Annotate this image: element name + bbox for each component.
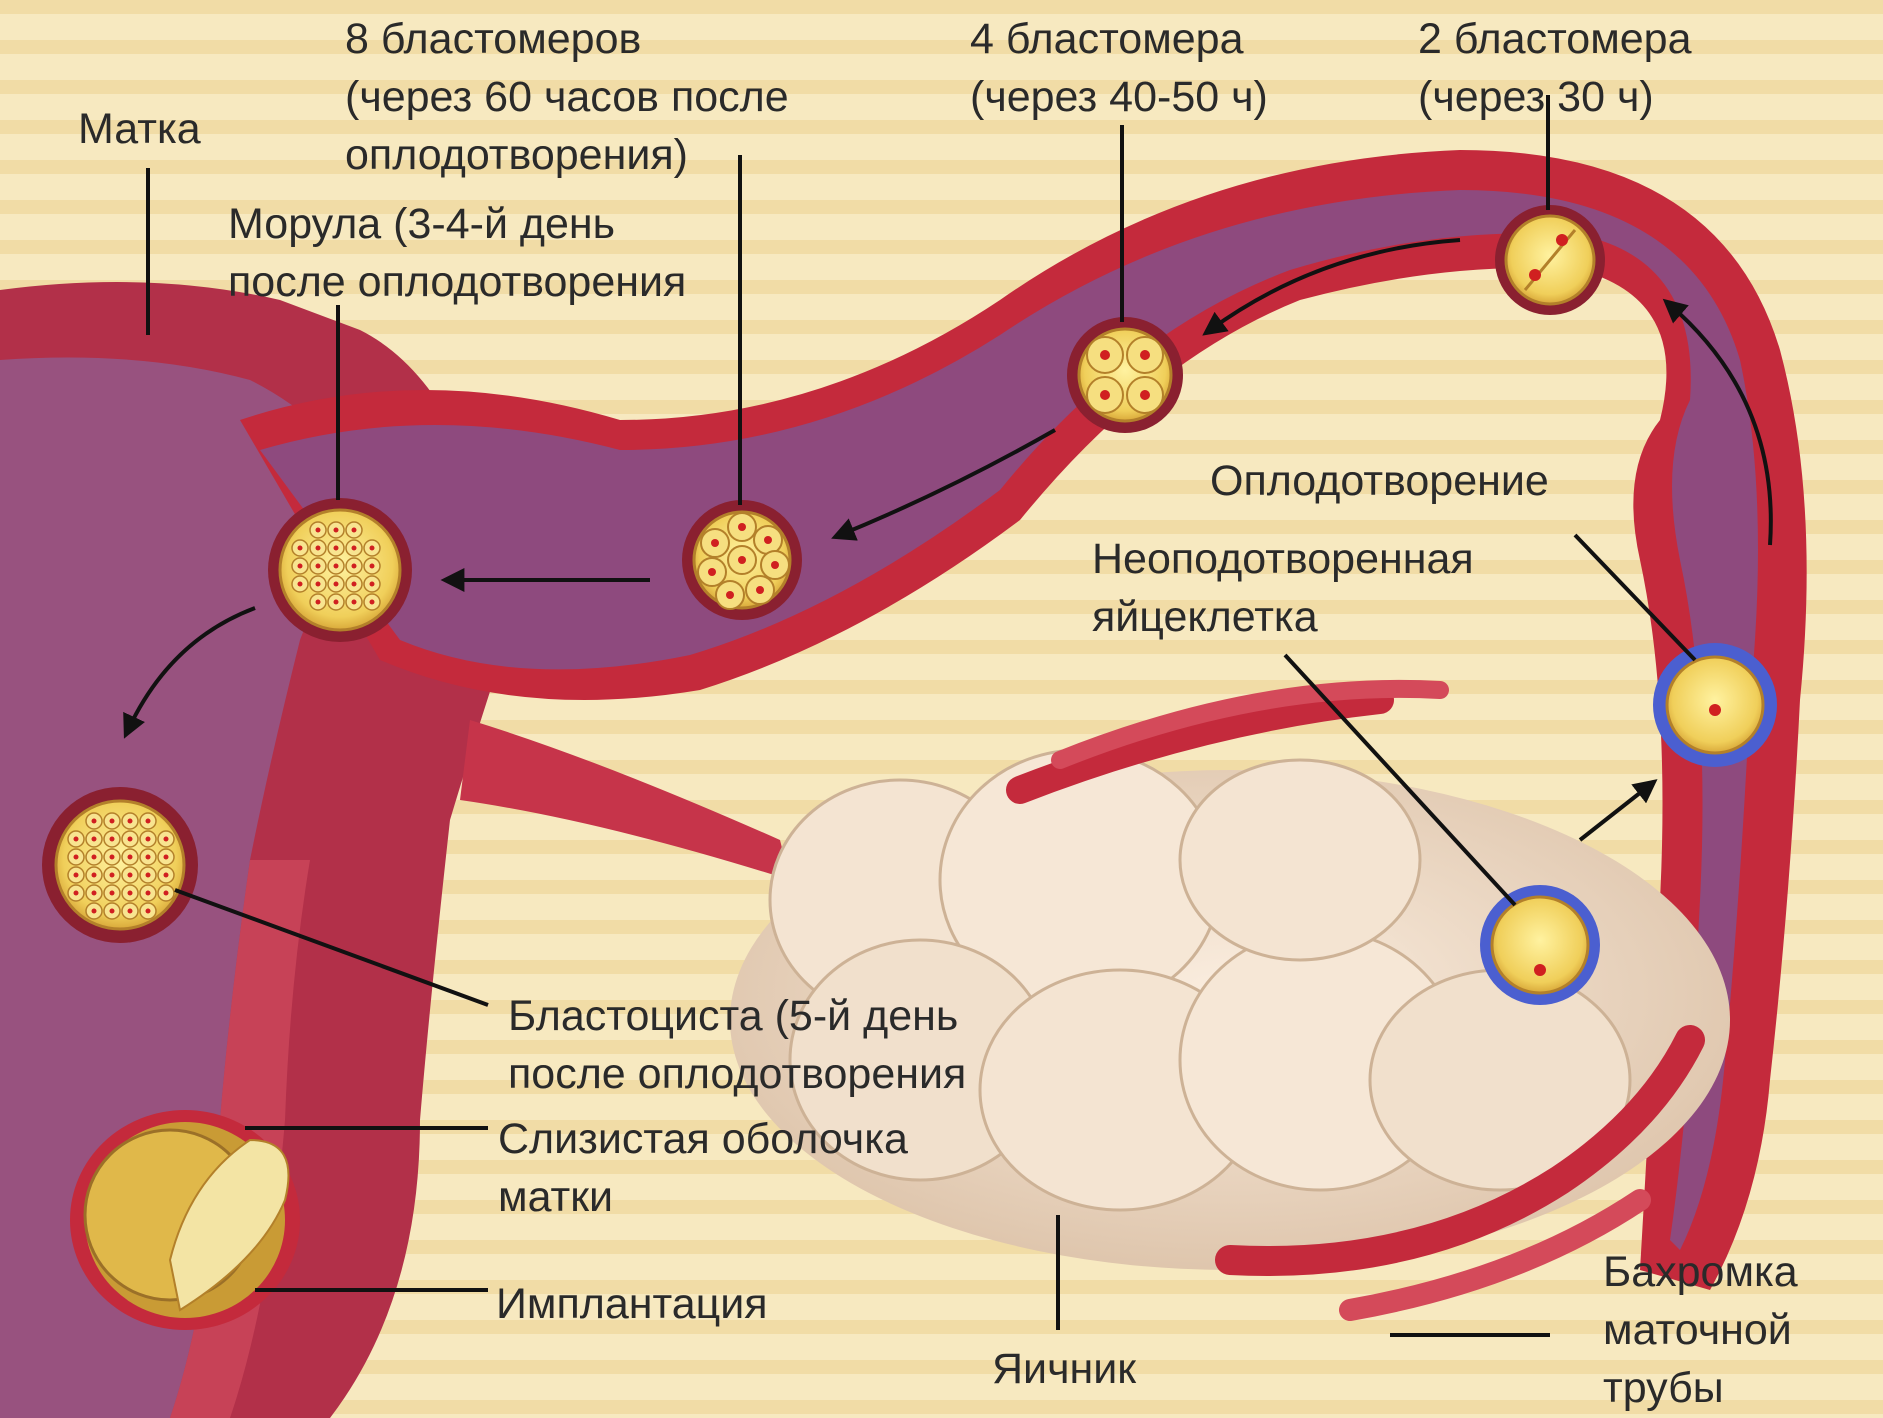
label-endometrium: Слизистая оболочка матки xyxy=(498,1110,908,1226)
cell-nucleus xyxy=(92,891,97,896)
label-fertilization: Оплодотворение xyxy=(1210,452,1549,510)
cell-nucleus xyxy=(110,873,115,878)
cell-nucleus xyxy=(110,819,115,824)
cell-nucleus xyxy=(92,837,97,842)
cell-nucleus xyxy=(110,855,115,860)
cell-nucleus xyxy=(352,600,357,605)
cell-nucleus xyxy=(334,528,339,533)
cell-nucleus xyxy=(110,909,115,914)
cell-nucleus xyxy=(298,582,303,587)
implanted-embryo xyxy=(70,1110,300,1330)
cell-nucleus xyxy=(370,582,375,587)
label-unfertilized-egg: Неоподотворенная яйцеклетка xyxy=(1092,530,1474,646)
cell-nucleus xyxy=(334,600,339,605)
cell-nucleus xyxy=(316,582,321,587)
label-implantation: Имплантация xyxy=(496,1275,768,1333)
cell-nucleus xyxy=(146,873,151,878)
unfertilized-egg xyxy=(1480,885,1600,1005)
cell-nucleus xyxy=(128,873,133,878)
cell-nucleus xyxy=(110,891,115,896)
label-blastocyst: Бластоциста (5-й день после оплодотворен… xyxy=(508,987,966,1103)
two-cell-stage xyxy=(1495,205,1605,315)
cell-nucleus xyxy=(352,564,357,569)
eight-cell-stage xyxy=(682,500,802,620)
cell-nucleus xyxy=(92,873,97,878)
label-ovary: Яичник xyxy=(992,1340,1136,1398)
cell-nucleus xyxy=(352,528,357,533)
four-cell-stage xyxy=(1067,317,1183,433)
label-4-blastomeres: 4 бластомера (через 40-50 ч) xyxy=(970,10,1268,126)
cell-nucleus xyxy=(316,528,321,533)
cell-nucleus xyxy=(92,819,97,824)
cell-nucleus xyxy=(334,546,339,551)
cell-nucleus xyxy=(146,819,151,824)
cell-nucleus xyxy=(164,855,169,860)
cell-nucleus xyxy=(128,819,133,824)
cell-nucleus xyxy=(128,855,133,860)
cell-nucleus xyxy=(74,873,79,878)
cell-nucleus xyxy=(110,837,115,842)
morula xyxy=(268,498,412,642)
cell-nucleus xyxy=(146,837,151,842)
fertilized-egg xyxy=(1653,643,1777,767)
cell-nucleus xyxy=(164,873,169,878)
label-8-blastomeres: 8 бластомеров (через 60 часов после опло… xyxy=(345,10,789,184)
cell-nucleus xyxy=(334,582,339,587)
cell-nucleus xyxy=(298,564,303,569)
label-morula: Морула (3-4-й день после оплодотворения xyxy=(228,195,686,311)
cell-nucleus xyxy=(316,546,321,551)
cell-nucleus xyxy=(74,855,79,860)
label-fimbriae: Бахромка маточной трубы xyxy=(1603,1243,1798,1417)
cell-nucleus xyxy=(164,837,169,842)
cell-nucleus xyxy=(334,564,339,569)
cell-nucleus xyxy=(146,855,151,860)
cell-nucleus xyxy=(146,909,151,914)
cell-nucleus xyxy=(370,546,375,551)
cell-nucleus xyxy=(370,564,375,569)
label-uterus: Матка xyxy=(78,100,201,158)
cell-nucleus xyxy=(146,891,151,896)
cell-nucleus xyxy=(92,855,97,860)
cell-nucleus xyxy=(298,546,303,551)
blastocyst xyxy=(42,787,198,943)
cell-nucleus xyxy=(128,837,133,842)
cell-nucleus xyxy=(92,909,97,914)
cell-nucleus xyxy=(352,546,357,551)
cell-nucleus xyxy=(128,891,133,896)
cell-nucleus xyxy=(74,837,79,842)
cell-nucleus xyxy=(352,582,357,587)
cell-nucleus xyxy=(370,600,375,605)
label-2-blastomeres: 2 бластомера (через 30 ч) xyxy=(1418,10,1692,126)
cell-nucleus xyxy=(316,600,321,605)
cell-nucleus xyxy=(74,891,79,896)
cell-nucleus xyxy=(128,909,133,914)
cell-nucleus xyxy=(164,891,169,896)
cell-nucleus xyxy=(316,564,321,569)
